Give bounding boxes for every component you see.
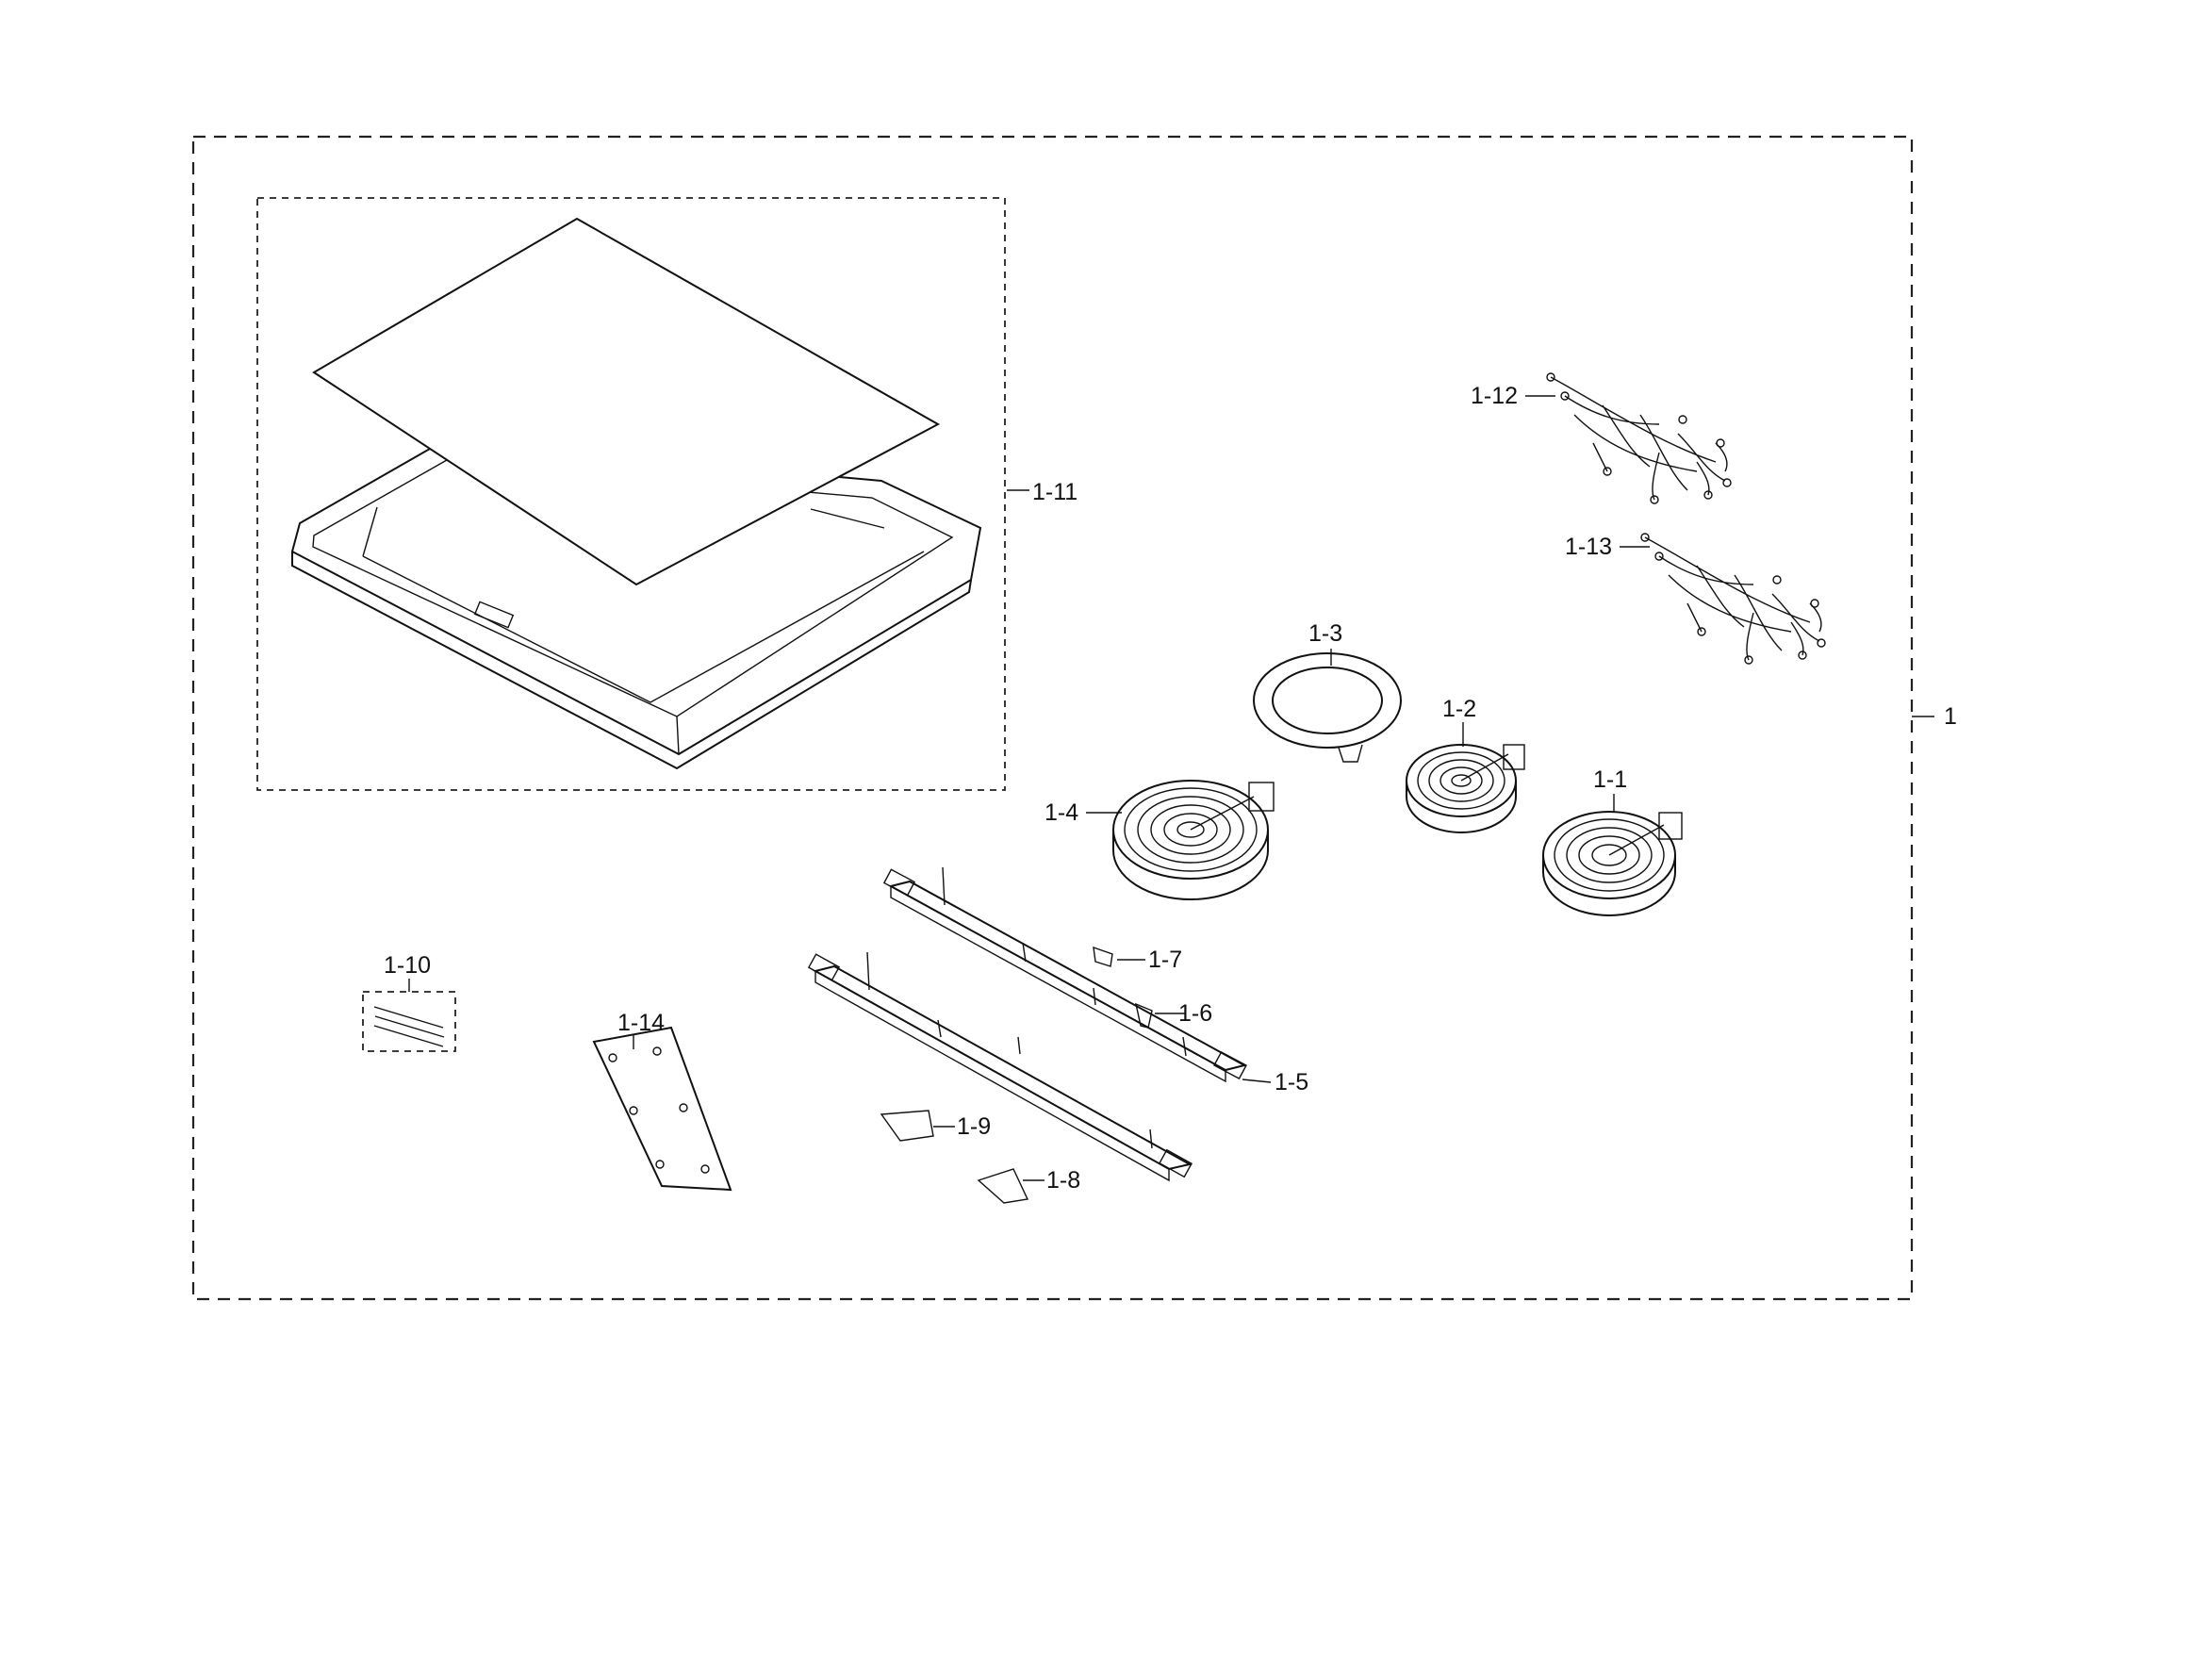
label-1-6: 1-6 — [1178, 1000, 1212, 1027]
label-1: 1 — [1944, 703, 1957, 730]
part-wire-harness-upper: 1-12 — [1471, 372, 1732, 504]
label-1-3: 1-3 — [1308, 620, 1342, 647]
glass-top-panel — [312, 217, 941, 586]
part-mounting-brackets: 1-5 — [807, 866, 1308, 1182]
part-insulator-1-8: 1-8 — [977, 1167, 1080, 1204]
label-1-11: 1-11 — [1032, 479, 1078, 505]
label-1-1: 1-1 — [1593, 766, 1627, 793]
part-trim-ring: 1-3 — [1253, 620, 1402, 763]
label-1-4: 1-4 — [1045, 799, 1078, 826]
part-clip-1-7: 1-7 — [1093, 946, 1182, 973]
label-1-10: 1-10 — [384, 952, 431, 979]
part-small-heating-element: 1-2 — [1406, 696, 1525, 833]
screws-group-boundary — [362, 991, 456, 1052]
part-clip-1-6: 1-6 — [1135, 1000, 1212, 1029]
part-screws: 1-10 — [362, 952, 456, 1052]
cooktop-group-boundary — [256, 197, 1006, 791]
label-1-13: 1-13 — [1565, 534, 1612, 560]
label-1-9: 1-9 — [957, 1113, 991, 1140]
assembly-boundary — [191, 135, 1914, 1301]
part-wire-harness-lower: 1-13 — [1565, 533, 1826, 665]
part-insulator-1-9: 1-9 — [880, 1110, 991, 1142]
part-large-heating-element-right: 1-1 — [1542, 766, 1683, 916]
label-1-5: 1-5 — [1275, 1069, 1308, 1095]
label-1-8: 1-8 — [1046, 1167, 1080, 1194]
part-cover-plate: 1-14 — [592, 1010, 732, 1192]
label-1-14: 1-14 — [617, 1010, 665, 1036]
label-1-2: 1-2 — [1442, 696, 1476, 722]
label-1-7: 1-7 — [1148, 947, 1182, 973]
part-cooktop-assembly: 1-11 — [256, 197, 1078, 791]
part-large-heating-element-left: 1-4 — [1045, 780, 1275, 900]
label-1-12: 1-12 — [1471, 383, 1518, 409]
